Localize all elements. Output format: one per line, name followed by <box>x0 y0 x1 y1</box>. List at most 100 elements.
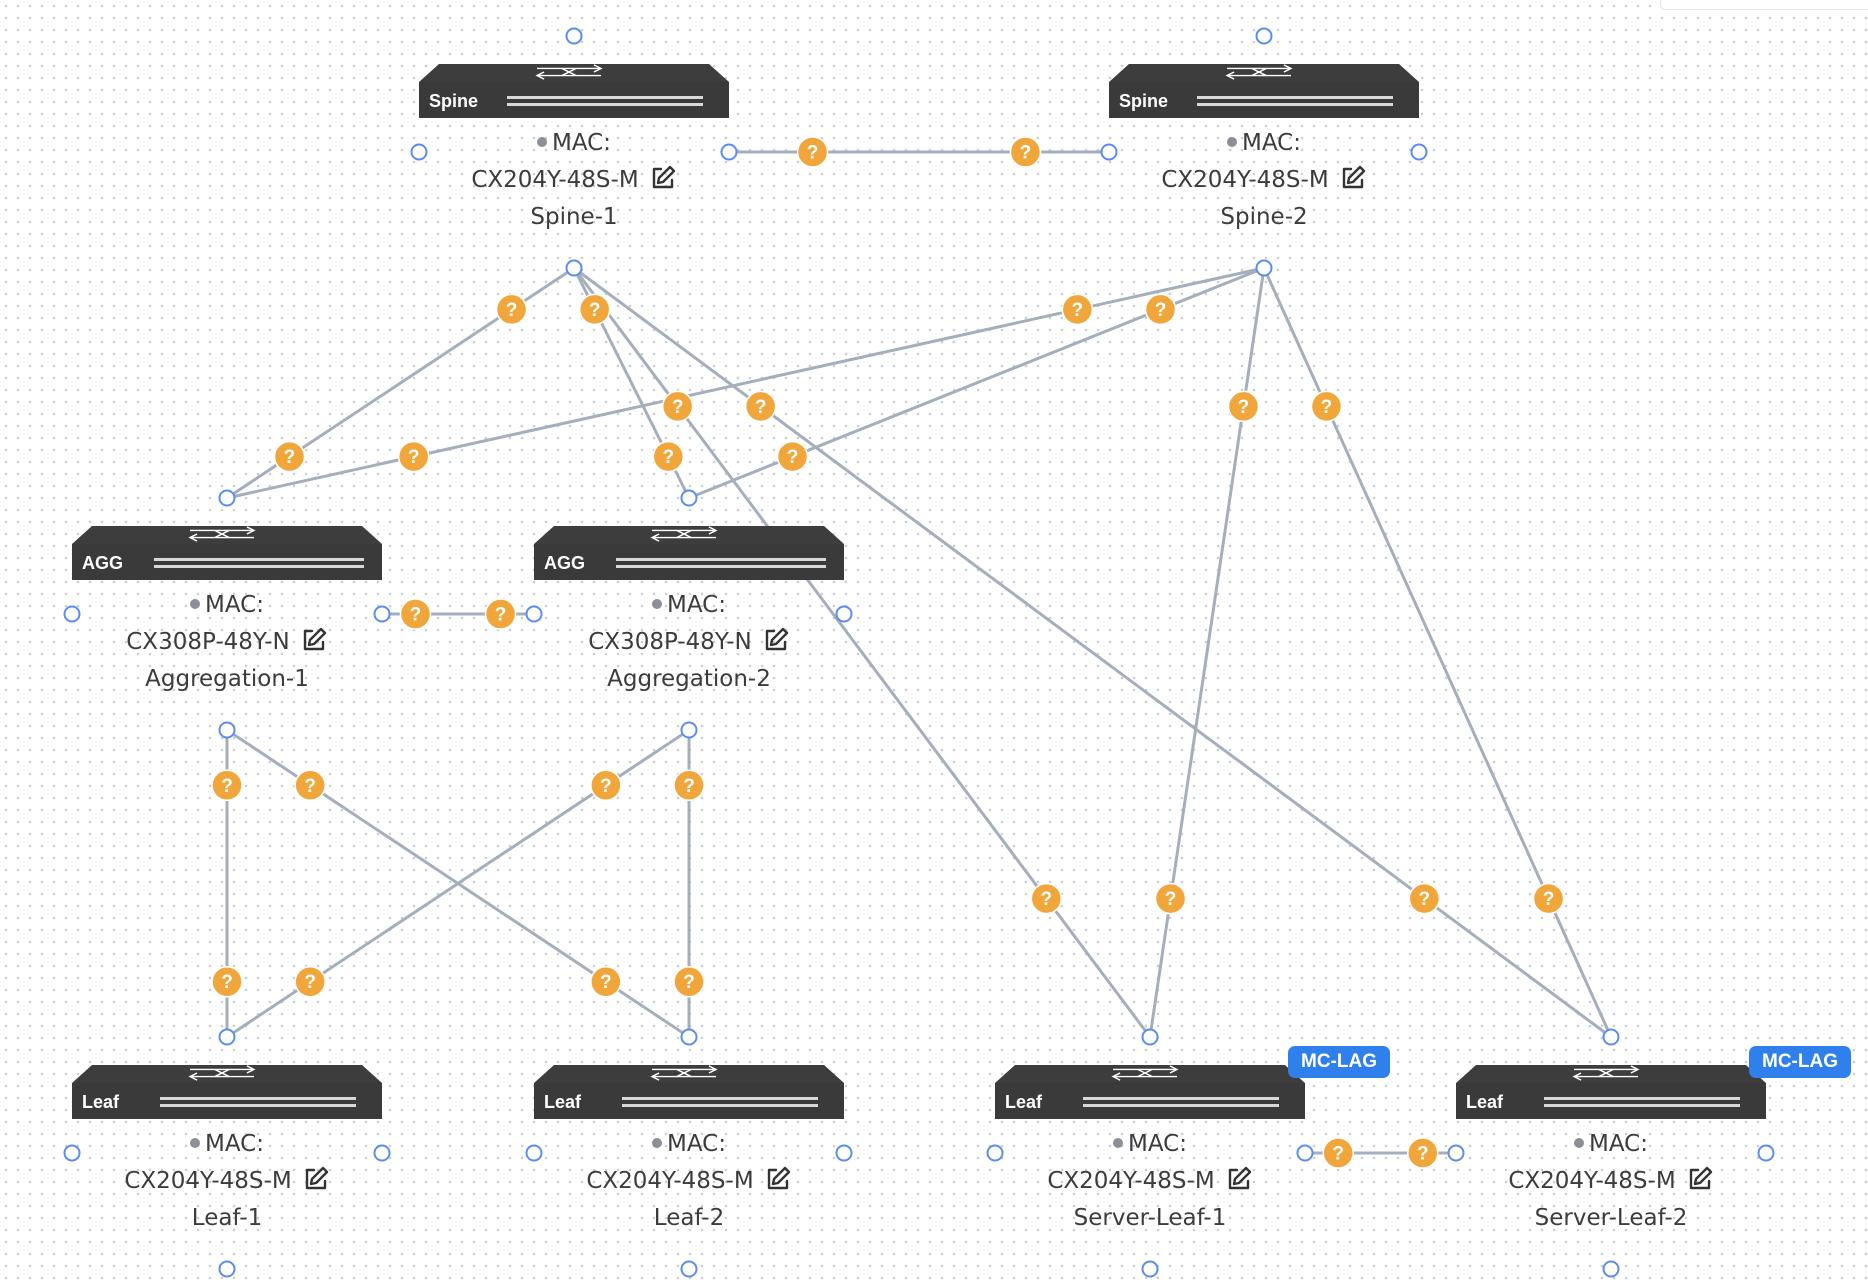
question-mark-icon[interactable]: ? <box>484 598 517 630</box>
question-mark-icon[interactable]: ? <box>1310 390 1343 423</box>
question-mark-icon[interactable]: ? <box>652 440 685 473</box>
switch-icon[interactable]: AGG <box>534 522 844 580</box>
switch-icon[interactable]: AGG <box>72 522 382 580</box>
connection-anchor-top[interactable] <box>1141 1028 1159 1046</box>
question-mark-icon[interactable]: ? <box>273 440 306 473</box>
switch-node-server-leaf-2[interactable]: Leaf MAC: CX204Y-48S-M Server-Leaf-2 <box>1456 1061 1766 1281</box>
connection-anchor-bottom[interactable] <box>1255 259 1273 277</box>
switch-node-aggregation-2[interactable]: AGG MAC: CX308P-48Y-N Aggregation-2 <box>534 522 844 742</box>
question-mark-icon[interactable]: ? <box>590 769 622 802</box>
question-mark-icon[interactable]: ? <box>399 598 432 630</box>
question-mark-icon[interactable]: ? <box>397 440 430 473</box>
connection-anchor-right[interactable] <box>1296 1144 1314 1162</box>
connection-anchor-left[interactable] <box>525 1144 543 1162</box>
connection-anchor-top[interactable] <box>1602 1028 1620 1046</box>
model-label: CX308P-48Y-N <box>126 629 290 655</box>
mc-lag-badge[interactable]: MC-LAG <box>1749 1046 1851 1078</box>
link-spine2-agg1[interactable] <box>226 266 1265 500</box>
connection-anchor-top[interactable] <box>218 1028 236 1046</box>
question-mark-icon[interactable]: ? <box>294 769 326 802</box>
svg-text:?: ? <box>1543 889 1555 910</box>
question-mark-icon[interactable]: ? <box>796 136 829 168</box>
switch-icon[interactable]: Spine <box>1109 60 1419 118</box>
question-mark-icon[interactable]: ? <box>495 293 528 326</box>
edit-icon[interactable] <box>762 626 790 654</box>
connection-anchor-left[interactable] <box>63 605 81 623</box>
mc-lag-badge[interactable]: MC-LAG <box>1288 1046 1390 1078</box>
connection-anchor-right[interactable] <box>373 1144 391 1162</box>
edit-icon[interactable] <box>1339 164 1367 192</box>
question-mark-icon[interactable]: ? <box>661 390 694 423</box>
link-spine2-sleaf2[interactable] <box>1262 267 1613 1038</box>
connection-anchor-right[interactable] <box>1410 143 1428 161</box>
link-spine1-sleaf2[interactable] <box>573 266 1612 1039</box>
connection-anchor-bottom[interactable] <box>218 1260 236 1278</box>
device-name: Leaf-2 <box>653 1205 725 1231</box>
edit-icon[interactable] <box>764 1165 792 1193</box>
connection-anchor-right[interactable] <box>835 1144 853 1162</box>
question-mark-icon[interactable]: ? <box>1061 293 1094 326</box>
connection-anchor-right[interactable] <box>373 605 391 623</box>
question-mark-icon[interactable]: ? <box>294 965 326 998</box>
question-mark-icon[interactable]: ? <box>590 965 622 998</box>
edit-icon[interactable] <box>302 1165 330 1193</box>
connection-anchor-right[interactable] <box>835 605 853 623</box>
connection-anchor-bottom[interactable] <box>1141 1260 1159 1278</box>
switch-node-leaf-1[interactable]: Leaf MAC: CX204Y-48S-M Leaf-1 <box>72 1061 382 1281</box>
question-mark-icon[interactable]: ? <box>1322 1137 1354 1169</box>
switch-node-server-leaf-1[interactable]: Leaf MAC: CX204Y-48S-M Server-Leaf-1 <box>995 1061 1305 1281</box>
connection-anchor-bottom[interactable] <box>680 1260 698 1278</box>
edit-icon[interactable] <box>1225 1165 1253 1193</box>
edit-icon[interactable] <box>649 164 677 192</box>
question-mark-icon[interactable]: ? <box>1227 390 1260 423</box>
switch-icon[interactable]: Leaf <box>534 1061 844 1119</box>
connection-anchor-top[interactable] <box>218 489 236 507</box>
connection-anchor-left[interactable] <box>1100 143 1118 161</box>
question-mark-icon[interactable]: ? <box>673 769 705 802</box>
connection-anchor-right[interactable] <box>720 143 738 161</box>
svg-text:?: ? <box>600 972 612 993</box>
switch-icon[interactable]: Spine <box>419 60 729 118</box>
device-type-label: Spine <box>1119 91 1168 111</box>
connection-anchor-bottom[interactable] <box>565 259 583 277</box>
connection-anchor-top[interactable] <box>565 27 583 45</box>
question-mark-icon[interactable]: ? <box>744 390 777 423</box>
question-mark-icon[interactable]: ? <box>1009 136 1042 168</box>
connection-anchor-top[interactable] <box>680 489 698 507</box>
edit-icon[interactable] <box>300 626 328 654</box>
connection-anchor-bottom[interactable] <box>680 721 698 739</box>
svg-text:?: ? <box>600 776 612 797</box>
question-mark-icon[interactable]: ? <box>578 293 611 326</box>
question-mark-icon[interactable]: ? <box>1408 882 1441 915</box>
connection-anchor-bottom[interactable] <box>218 721 236 739</box>
connection-anchor-left[interactable] <box>986 1144 1004 1162</box>
connection-anchor-top[interactable] <box>680 1028 698 1046</box>
question-mark-icon[interactable]: ? <box>1154 882 1187 915</box>
question-mark-icon[interactable]: ? <box>1144 293 1177 326</box>
link-spine2-agg2[interactable] <box>688 266 1265 500</box>
switch-icon[interactable]: Leaf <box>995 1061 1305 1119</box>
connection-anchor-left[interactable] <box>410 143 428 161</box>
question-mark-icon[interactable]: ? <box>211 965 243 998</box>
question-mark-icon[interactable]: ? <box>211 769 243 802</box>
connection-anchor-left[interactable] <box>525 605 543 623</box>
switch-node-spine-1[interactable]: Spine MAC: CX204Y-48S-M Spine-1 <box>419 60 729 280</box>
switch-icon[interactable]: Leaf <box>72 1061 382 1119</box>
connection-anchor-left[interactable] <box>1447 1144 1465 1162</box>
connection-anchor-right[interactable] <box>1757 1144 1775 1162</box>
question-mark-icon[interactable]: ? <box>1030 882 1063 915</box>
switch-icon[interactable]: Leaf <box>1456 1061 1766 1119</box>
connection-anchor-top[interactable] <box>1255 27 1273 45</box>
question-mark-icon[interactable]: ? <box>776 440 809 473</box>
question-mark-icon[interactable]: ? <box>1407 1137 1439 1169</box>
connection-anchor-left[interactable] <box>63 1144 81 1162</box>
question-mark-icon[interactable]: ? <box>1532 882 1565 915</box>
connection-anchor-bottom[interactable] <box>1602 1260 1620 1278</box>
switch-node-aggregation-1[interactable]: AGG MAC: CX308P-48Y-N Aggregation-1 <box>72 522 382 742</box>
edit-icon[interactable] <box>1686 1165 1714 1193</box>
link-spine2-sleaf1[interactable] <box>1148 267 1266 1038</box>
switch-node-leaf-2[interactable]: Leaf MAC: CX204Y-48S-M Leaf-2 <box>534 1061 844 1281</box>
question-mark-icon[interactable]: ? <box>673 965 705 998</box>
switch-node-spine-2[interactable]: Spine MAC: CX204Y-48S-M Spine-2 <box>1109 60 1419 280</box>
